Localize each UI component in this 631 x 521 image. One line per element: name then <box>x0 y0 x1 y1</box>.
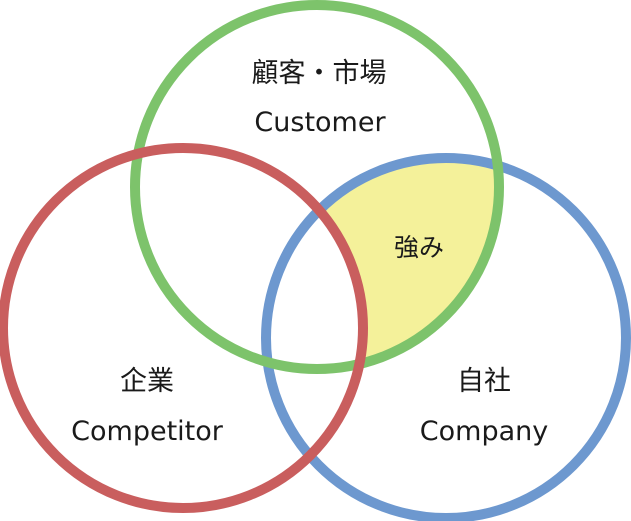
customer-label-ja: 顧客・市場 <box>252 58 387 89</box>
customer-label-en: Customer <box>254 107 386 138</box>
competitor-label-en: Competitor <box>71 416 224 447</box>
company-circle <box>261 153 631 521</box>
competitor-label-ja: 企業 <box>120 366 174 397</box>
company-label-ja: 自社 <box>457 366 511 397</box>
company-label-en: Company <box>420 416 548 447</box>
strength-label: 強み <box>394 233 444 262</box>
competitor-circle <box>0 143 368 513</box>
customer-circle <box>130 0 504 374</box>
